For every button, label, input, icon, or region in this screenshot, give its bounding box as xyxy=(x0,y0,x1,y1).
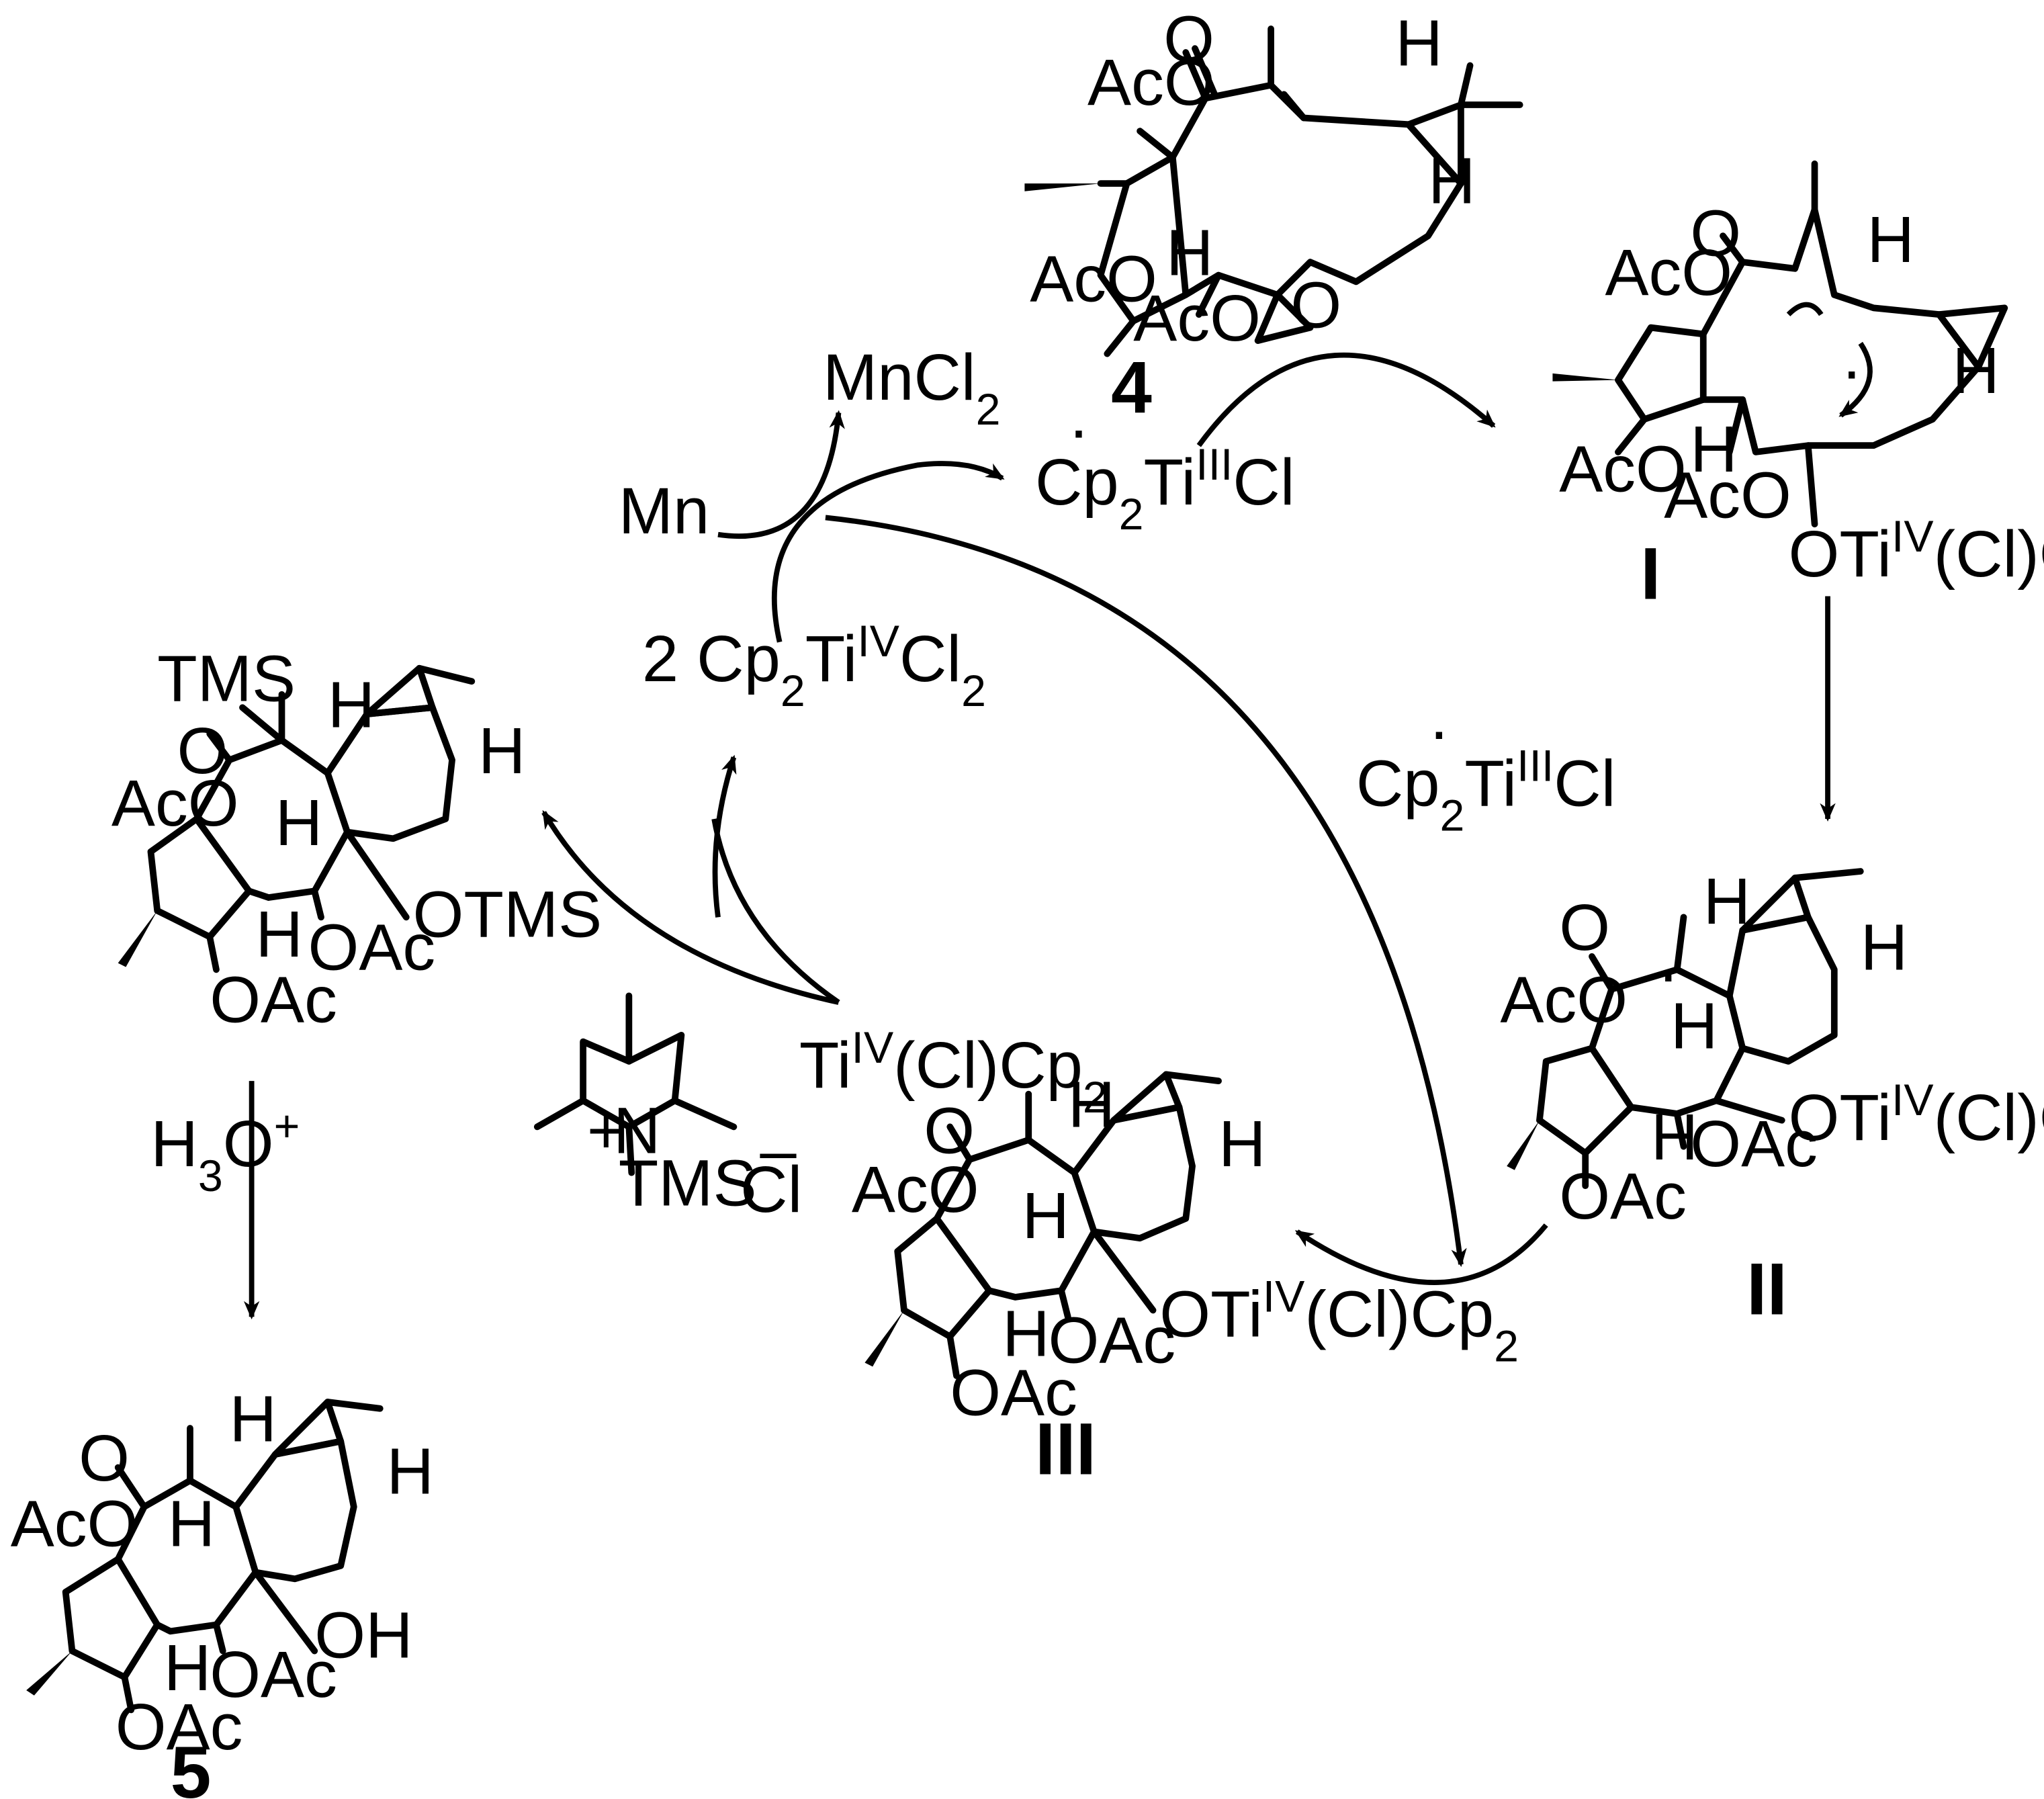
reagent-h3o: H3O+ xyxy=(150,1102,300,1201)
catalyst-ti-iii-top: Cp2TiIIICl xyxy=(1035,440,1295,539)
compound-5-label: 5 xyxy=(171,1732,212,1799)
c4-h-2: H xyxy=(1428,144,1475,217)
c5-h-3: H xyxy=(168,1487,215,1561)
collidinium-n: N xyxy=(613,1094,660,1167)
c5-oh: OH xyxy=(314,1598,412,1671)
cIII-oti-group: OTiIV(Cl)Cp2 xyxy=(1159,1272,1519,1371)
cII-radical: · xyxy=(1657,936,1679,1010)
compound-III-structure xyxy=(864,1071,1222,1379)
catalyst-ti-iii-top-dot: · xyxy=(1068,393,1090,466)
cII-oac-2: OAc xyxy=(1559,1159,1687,1233)
cIII-oac-1: OAc xyxy=(1049,1303,1176,1376)
compound-I-structure xyxy=(1552,160,2008,528)
compound-5-structure xyxy=(26,1399,384,1714)
cIII-h-1: H xyxy=(1068,1067,1115,1141)
tms-int-otms: OTMS xyxy=(413,878,603,951)
chloride-minus: – xyxy=(760,1114,797,1187)
cI-aco-left: AcO xyxy=(1559,432,1687,505)
tms-int-h-2: H xyxy=(478,714,525,787)
arrow-to-ti-iv xyxy=(712,754,737,918)
cI-h-3: H xyxy=(1690,412,1737,486)
c4-epoxide-o: O xyxy=(1290,269,1341,342)
arrow-ti-iv-to-ti-iii xyxy=(771,461,1005,643)
chloride-cl: Cl xyxy=(740,1153,802,1226)
cII-h-1: H xyxy=(1703,865,1750,938)
reaction-arrows xyxy=(243,352,1836,1320)
c5-aco: AcO xyxy=(11,1487,138,1561)
cII-aco: AcO xyxy=(1500,963,1628,1036)
tms-int-tms: TMS xyxy=(157,642,296,715)
cII-oac-1: OAc xyxy=(1690,1107,1818,1180)
cII-h-2: H xyxy=(1861,910,1908,983)
arrow-tiiii-to-III xyxy=(825,515,1467,1268)
tms-intermediate-structure xyxy=(118,664,476,973)
cII-h-3: H xyxy=(1671,989,1718,1062)
tms-int-h-4: H xyxy=(255,897,302,971)
c5-h-4: H xyxy=(164,1631,211,1704)
catalyst-ti-iii-mid-dot: · xyxy=(1428,695,1450,768)
tms-int-aco: AcO xyxy=(112,766,239,840)
c5-oac-1: OAc xyxy=(210,1638,337,1711)
cI-oti-group: OTiIV(Cl)Cp2 xyxy=(1789,512,2044,611)
catalyst-ti-iii-mid: Cp2TiIIICl xyxy=(1356,742,1616,841)
tms-int-ketone-o: O xyxy=(177,714,228,787)
c5-h-1: H xyxy=(229,1383,276,1456)
reagent-mncl2: MnCl2 xyxy=(823,341,1000,435)
c4-aco-left: AcO xyxy=(1030,243,1157,316)
c4-ketone-o: O xyxy=(1163,3,1214,76)
cI-radical: · xyxy=(1841,334,1863,407)
cIII-h-4: H xyxy=(1002,1297,1049,1370)
c5-h-2: H xyxy=(387,1435,434,1508)
tms-int-h-3: H xyxy=(275,786,322,859)
collidinium-plus: + xyxy=(587,1094,625,1167)
c4-h-1: H xyxy=(1395,7,1442,80)
cII-h-4: H xyxy=(1651,1100,1698,1174)
collidinium-tms: TMS xyxy=(619,1146,757,1219)
c4-aco-top: AcO xyxy=(1087,46,1215,119)
cI-h-2: H xyxy=(1952,334,1999,407)
c4-h-3: H xyxy=(1166,216,1213,290)
arrow-II-to-III xyxy=(1294,1223,1548,1285)
arrow-4-to-I xyxy=(1196,352,1496,447)
compound-II-structure xyxy=(1507,868,1864,1190)
compound-III-label: III xyxy=(1035,1408,1096,1490)
cIII-ketone-o: O xyxy=(924,1094,975,1167)
precatalyst-ti-iv: 2 Cp2TiIVCl2 xyxy=(642,617,986,716)
cI-aco-top: AcO xyxy=(1605,236,1732,309)
compound-I-label: I xyxy=(1640,533,1660,615)
c5-oac-2: OAc xyxy=(116,1690,243,1763)
cIII-h-3: H xyxy=(1022,1179,1069,1252)
cII-ketone-o: O xyxy=(1559,891,1610,964)
arrow-III-to-tms-int xyxy=(541,809,840,1005)
reagent-mn: Mn xyxy=(619,474,709,547)
tms-int-oac-1: OAc xyxy=(308,910,435,983)
cIII-oac-2: OAc xyxy=(950,1356,1077,1430)
c5-ketone-o: O xyxy=(79,1421,130,1495)
compound-4-label: 4 xyxy=(1111,347,1152,429)
arrow-mn-to-mncl2 xyxy=(717,410,845,539)
cIII-aco: AcO xyxy=(852,1153,979,1226)
collidinium-salt-structure xyxy=(533,992,738,1176)
cI-aco-bottom: AcO xyxy=(1664,458,1791,531)
tms-int-oac-2: OAc xyxy=(210,963,337,1036)
arrow-III-to-regeneration xyxy=(711,818,840,1005)
cII-oti-group: OTiIV(Cl)Cp2 xyxy=(1789,1076,2044,1175)
compound-II-label: II xyxy=(1746,1248,1787,1330)
cIII-h-2: H xyxy=(1218,1107,1265,1180)
compound-4-structure xyxy=(1024,26,1523,357)
tms-int-h-1: H xyxy=(328,668,375,742)
cI-ketone-o: O xyxy=(1690,196,1741,269)
cI-h-1: H xyxy=(1867,203,1914,276)
c4-aco-bottom: AcO xyxy=(1133,281,1261,355)
cIII-ti-group: TiIV(Cl)Cp2 xyxy=(799,1023,1108,1123)
